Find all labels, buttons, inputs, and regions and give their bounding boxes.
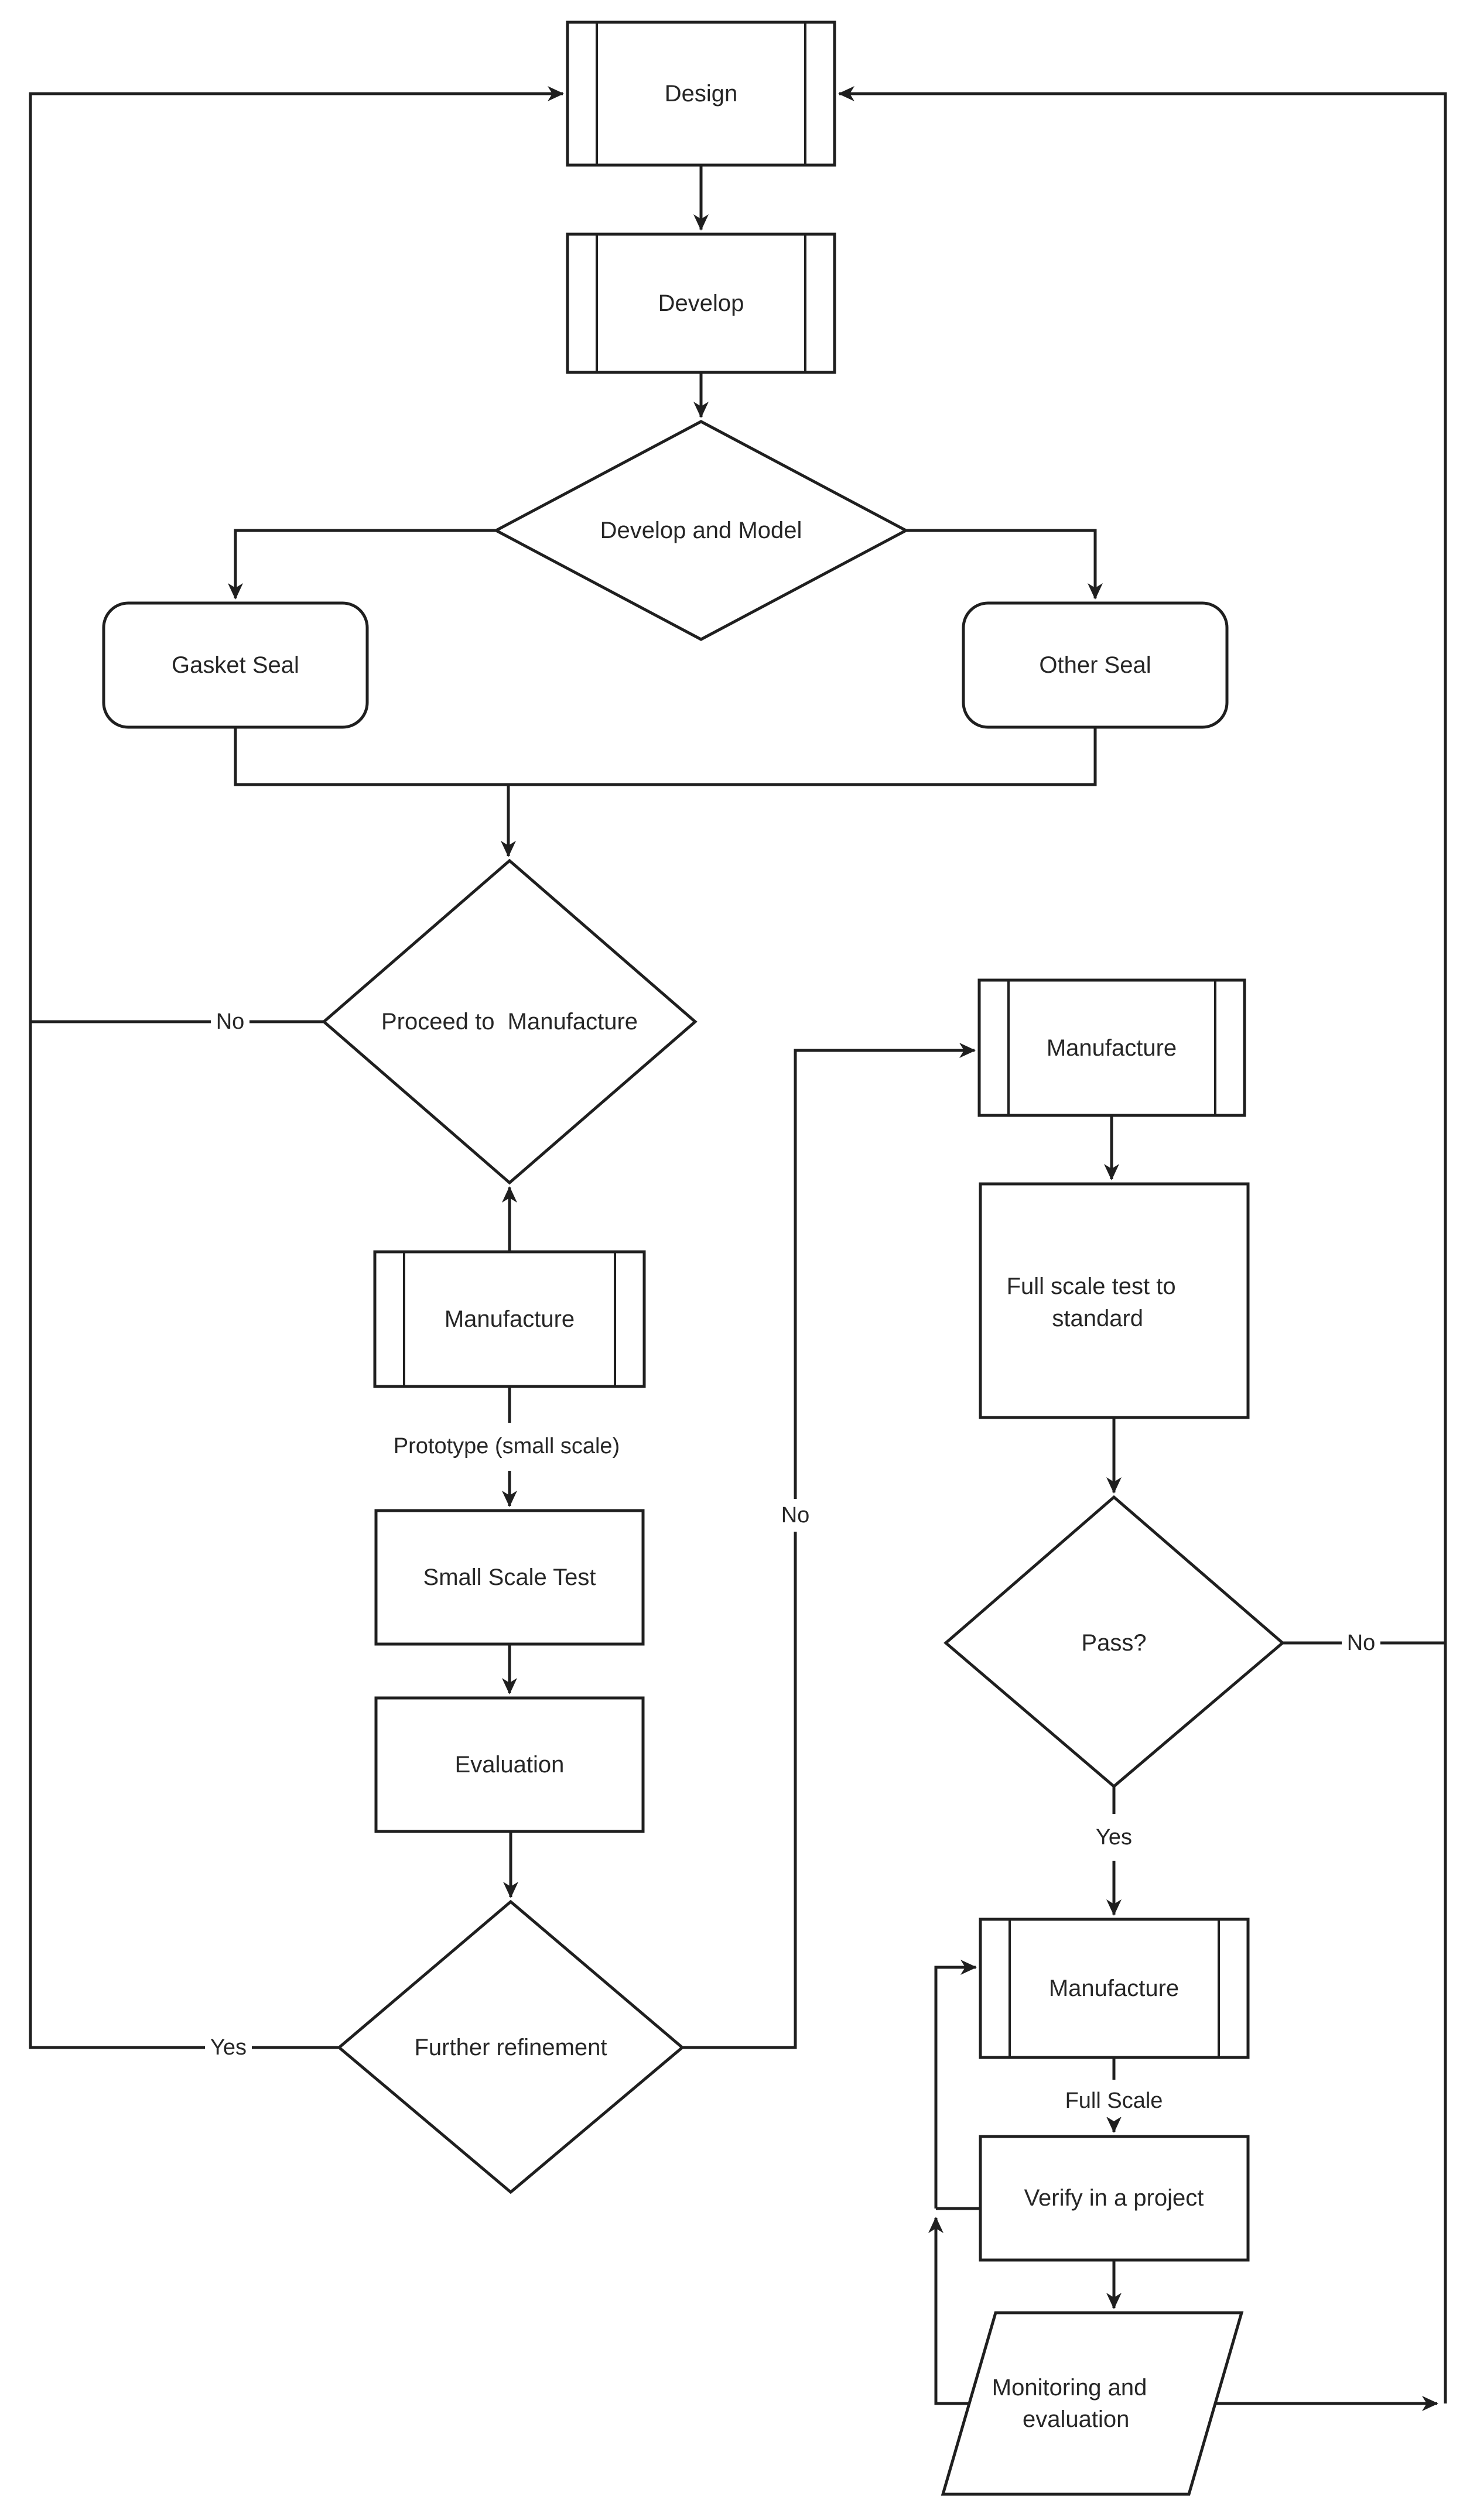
further-refinement-shape <box>337 1899 685 2194</box>
node-gasket-seal: Gasket Seal <box>102 601 369 729</box>
full-scale-test-line1: Full scale test to <box>1007 1273 1176 1299</box>
other-seal-shape <box>962 601 1229 729</box>
manufacture-full-scale-label: Manufacture <box>1047 1035 1177 1061</box>
node-other-seal: Other Seal <box>962 601 1229 729</box>
full-scale-test-line2: standard <box>1052 1306 1143 1331</box>
pass-yes-text: Yes <box>1096 1825 1132 1850</box>
edge-seals-merge <box>234 727 1097 786</box>
further-refinement-label: Further refinement <box>414 2035 607 2060</box>
node-small-scale-test: Small Scale Test <box>374 1509 645 1646</box>
edges <box>29 86 1447 2411</box>
further-yes-text: Yes <box>210 2035 247 2060</box>
manufacture-prototype-shape <box>373 1250 646 1388</box>
edge-developmodel-gasket <box>228 529 496 600</box>
manufacture-full-scale-shape <box>977 978 1246 1117</box>
monitoring-and-evaluation-label: Monitoring and evaluation <box>992 2375 1192 2432</box>
full-scale-text: Full Scale <box>1065 2088 1163 2113</box>
prototype-bg <box>391 1430 622 1463</box>
manufacture-final-label: Manufacture <box>1049 1975 1179 2001</box>
node-manufacture-final: Manufacture <box>979 1918 1250 2059</box>
develop-and-model-shape <box>493 420 910 641</box>
full-scale-test-shape <box>979 1182 1250 1419</box>
design-shape <box>566 20 836 167</box>
edge-yes-rail-to-design <box>29 86 564 2049</box>
node-evaluation: Evaluation <box>374 1696 645 1833</box>
further-no-bg <box>776 1499 815 1532</box>
node-proceed-to-manufacture: Proceed to Manufacture <box>322 858 698 1185</box>
edge-label-pass-no: No <box>1342 1627 1380 1659</box>
node-further-refinement: Further refinement <box>337 1899 685 2194</box>
edge-developmodel-other <box>906 529 1103 600</box>
node-develop-and-model: Develop and Model <box>493 420 910 641</box>
design-label: Design <box>665 81 738 107</box>
node-verify-in-a-project: Verify in a project <box>979 2135 1250 2262</box>
full-scale-test-label: Full scale test to standard <box>1007 1273 1222 1331</box>
pass-no-bg <box>1342 1627 1380 1659</box>
edge-monitoring-loop-up <box>928 2217 969 2405</box>
monitoring-and-evaluation-shape <box>941 2311 1244 2496</box>
edge-label-proceed-no: No <box>211 1005 249 1038</box>
node-manufacture-prototype: Manufacture <box>373 1250 646 1388</box>
manufacture-final-shape <box>979 1918 1250 2059</box>
edge-further-no-manufacture <box>682 1043 976 2049</box>
pass-shape <box>943 1495 1285 1789</box>
other-seal-label: Other Seal <box>1039 652 1151 678</box>
monitoring-line2: evaluation <box>1023 2406 1129 2432</box>
node-design: Design <box>566 20 836 167</box>
proceed-to-manufacture-label: Proceed to Manufacture <box>381 1009 638 1035</box>
edge-label-full-scale: Full Scale <box>1060 2084 1168 2117</box>
proceed-no-bg <box>211 1005 249 1038</box>
small-scale-test-shape <box>374 1509 645 1646</box>
node-pass: Pass? <box>943 1495 1285 1789</box>
evaluation-label: Evaluation <box>455 1752 565 1778</box>
node-monitoring-and-evaluation: Monitoring and evaluation <box>941 2311 1244 2496</box>
further-no-text: No <box>781 1503 810 1528</box>
node-develop: Develop <box>566 232 836 374</box>
develop-and-model-label: Develop and Model <box>600 518 802 543</box>
further-yes-bg <box>205 2031 252 2064</box>
pass-label: Pass? <box>1081 1630 1146 1656</box>
edge-label-prototype: Prototype (small scale) <box>391 1430 622 1463</box>
edge-label-pass-yes: Yes <box>1090 1821 1137 1854</box>
edge-right-rail-to-design <box>838 86 1447 2403</box>
small-scale-test-label: Small Scale Test <box>423 1564 596 1590</box>
proceed-no-text: No <box>216 1009 245 1034</box>
monitoring-line1: Monitoring and <box>992 2375 1147 2401</box>
node-manufacture-full-scale: Manufacture <box>977 978 1246 1117</box>
develop-label: Develop <box>658 290 744 316</box>
develop-shape <box>566 232 836 374</box>
verify-in-a-project-label: Verify in a project <box>1024 2185 1204 2211</box>
gasket-seal-label: Gasket Seal <box>172 652 299 678</box>
edge-label-further-yes: Yes <box>205 2031 252 2064</box>
pass-yes-bg <box>1090 1821 1137 1854</box>
edge-loop-to-manufacture <box>934 1960 977 2209</box>
verify-in-a-project-shape <box>979 2135 1250 2262</box>
full-scale-bg <box>1060 2084 1168 2117</box>
evaluation-shape <box>374 1696 645 1833</box>
proceed-to-manufacture-shape <box>322 858 698 1185</box>
pass-no-text: No <box>1347 1631 1376 1655</box>
node-full-scale-test: Full scale test to standard <box>979 1182 1250 1419</box>
manufacture-prototype-label: Manufacture <box>445 1306 575 1332</box>
prototype-text: Prototype (small scale) <box>394 1434 620 1458</box>
gasket-seal-shape <box>102 601 369 729</box>
edge-label-further-no: No <box>776 1499 815 1532</box>
